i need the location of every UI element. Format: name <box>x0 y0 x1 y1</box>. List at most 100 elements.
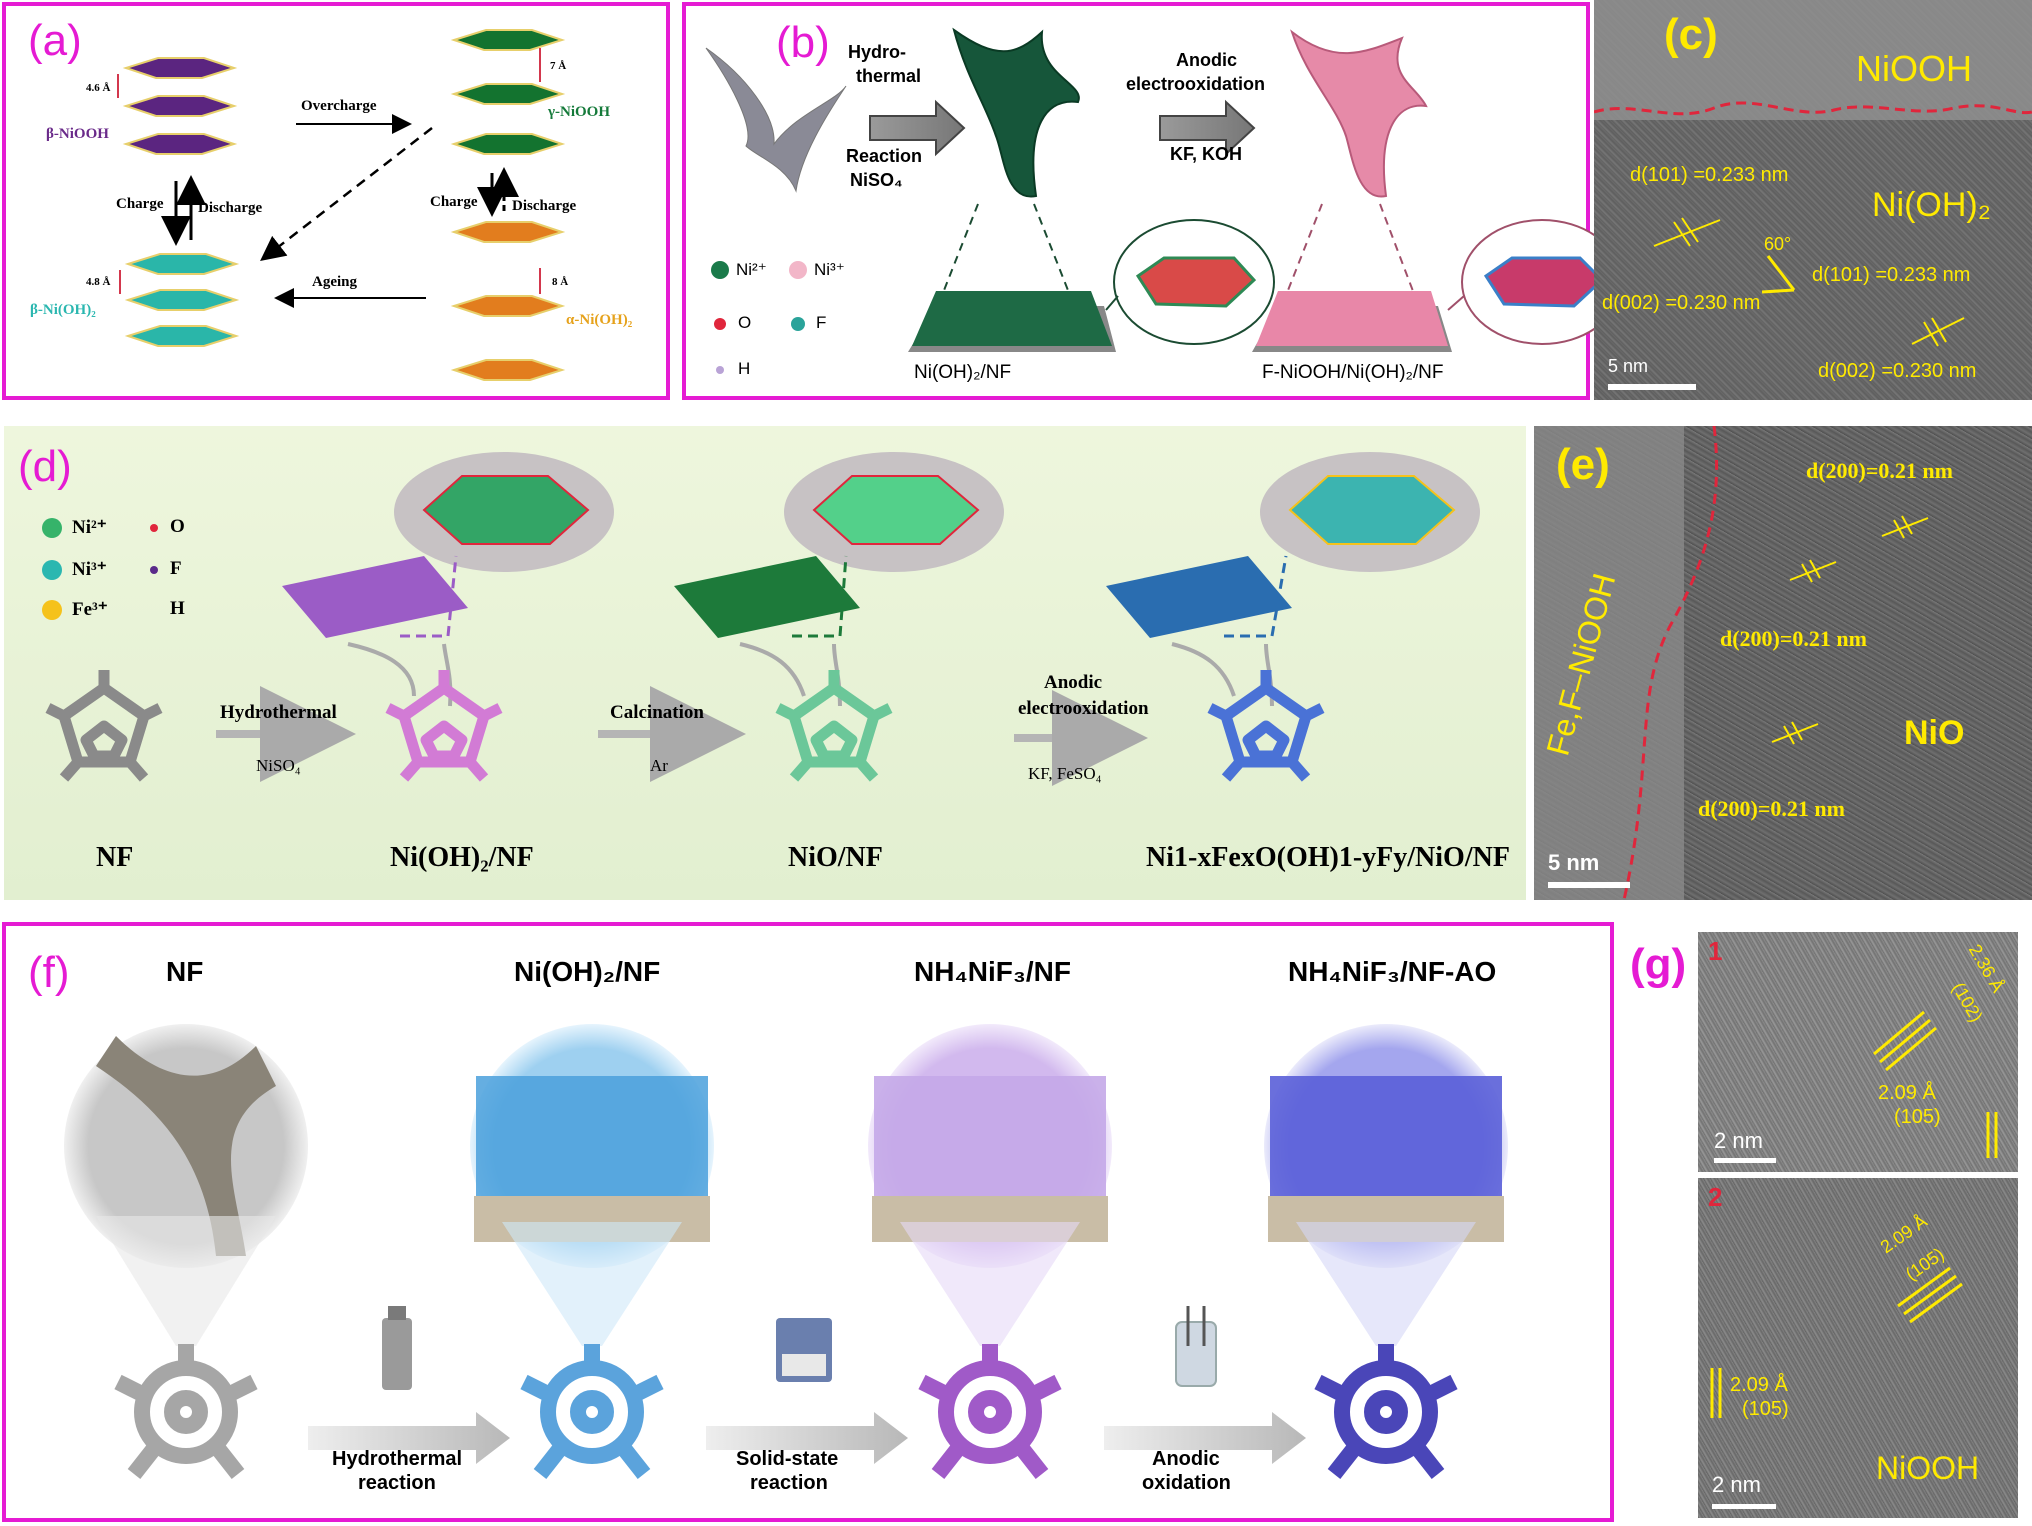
beta-niooh-stack <box>122 57 238 155</box>
arrow-hydrothermal-f <box>308 1412 510 1464</box>
synthesis-scheme-d <box>42 452 1480 786</box>
label-charge-left: Charge <box>116 196 164 212</box>
f-title-nh4-nf: NH₄NiF₃/NF <box>914 956 1071 987</box>
f-step2-line1: Solid-state <box>736 1448 839 1470</box>
panel-b: (b) Hydro- th <box>682 2 1594 400</box>
c-annotations <box>1594 101 2032 390</box>
label-beta-niooh: β-NiOOH <box>46 126 109 142</box>
b-step1-sub2: NiSO₄ <box>850 170 903 190</box>
b-step1-line2: thermal <box>856 66 922 86</box>
d-step3-line2: electrooxidation <box>1018 698 1149 719</box>
c-niooh: NiOOH <box>1856 48 1972 89</box>
e-d3: d(200)=0.21 nm <box>1698 796 1845 821</box>
d-step3-line1: Anodic <box>1044 672 1103 693</box>
nioh2-nf-tripod <box>952 27 1080 198</box>
d-cap-nioh2: Ni(OH)₂/NF <box>390 842 534 873</box>
gamma-niooh-stack <box>450 29 566 155</box>
panel-g-tem-1: 1 2.36 Å (102) 2.09 Å (105) 2 nm <box>1698 932 2018 1172</box>
f-step2-line2: reaction <box>750 1472 828 1494</box>
f-title-nioh2: Ni(OH)₂/NF <box>514 956 661 987</box>
g1-number: 1 <box>1708 936 1723 966</box>
panel-a-label: (a) <box>28 16 82 65</box>
e-annotations <box>1548 426 1929 900</box>
bare-nf-tripod <box>705 47 847 193</box>
c-scale: 5 nm <box>1608 356 1649 376</box>
g2-niooh: NiOOH <box>1876 1450 1980 1486</box>
g2-h2: (105) <box>1742 1398 1789 1420</box>
b-caption-nioh2: Ni(OH)₂/NF <box>914 362 1012 383</box>
f-step1-line2: reaction <box>358 1472 436 1494</box>
nioh2-frame-pink <box>385 670 503 782</box>
c-angle: 60° <box>1764 234 1792 254</box>
b-leg-ni3: Ni³⁺ <box>814 260 845 279</box>
autoclave-icon <box>382 1306 412 1390</box>
label-d-alpha: 8 Å <box>552 276 569 288</box>
furnace-icon <box>776 1318 832 1382</box>
d-step1: Hydrothermal <box>220 702 337 723</box>
label-alpha-nioh2: α-Ni(OH)₂ <box>566 312 633 328</box>
label-discharge-right: Discharge <box>512 198 577 214</box>
label-d-beta-nioh2: 4.8 Å <box>86 276 111 288</box>
b-step1-sub1: Reaction <box>846 146 923 166</box>
c-nioh2: Ni(OH)₂ <box>1872 186 1991 224</box>
panel-b-label: (b) <box>776 18 830 67</box>
b-leg-h: H <box>738 359 751 378</box>
d-cap-nio: NiO/NF <box>788 842 883 873</box>
panel-e-label: (e) <box>1556 440 1610 489</box>
panel-d-label: (d) <box>18 442 72 491</box>
b-step2-line2: electrooxidation <box>1126 74 1266 94</box>
d-leg-h: H <box>170 598 185 619</box>
arrow-anodic <box>1159 99 1256 157</box>
b-step1-line1: Hydro- <box>848 42 906 62</box>
final-frame-blue <box>1207 670 1325 782</box>
d-leg-ni2: Ni²⁺ <box>72 517 107 538</box>
g2-annotations <box>1710 1266 1963 1509</box>
label-charge-right: Charge <box>430 194 478 210</box>
f-step3-line1: Anodic <box>1152 1448 1220 1470</box>
nio-frame-green <box>775 670 893 782</box>
b-leg-o: O <box>738 313 752 332</box>
e-d1: d(200)=0.21 nm <box>1806 458 1953 483</box>
e-nio: NiO <box>1904 714 1965 752</box>
f-step1-line1: Hydrothermal <box>332 1448 463 1470</box>
ao-foam-indigo <box>1314 1344 1458 1479</box>
panel-d: (d) <box>4 426 1526 900</box>
f-title-nf: NF <box>166 956 204 987</box>
d-step2: Calcination <box>610 702 704 723</box>
nh4-foam-purple <box>918 1344 1062 1479</box>
beta-nioh2-stack <box>124 253 240 347</box>
label-d-gamma: 7 Å <box>550 60 567 72</box>
g2-scale: 2 nm <box>1712 1472 1761 1497</box>
c-d3: d(002) =0.230 nm <box>1602 292 1761 314</box>
d-leg-ni3: Ni³⁺ <box>72 559 107 580</box>
label-ageing: Ageing <box>312 274 357 290</box>
panel-c-tem-image: (c) NiOOH Ni(OH)₂ d(101) =0.233 nm 60° d… <box>1594 0 2032 400</box>
g2-d2: 2.09 Å <box>1730 1374 1788 1396</box>
arrow-anodic-f <box>1104 1412 1306 1464</box>
d-step2-sub: Ar <box>650 756 668 775</box>
panel-a: (a) <box>2 2 670 400</box>
label-overcharge: Overcharge <box>301 98 377 114</box>
c-d1: d(101) =0.233 nm <box>1630 164 1789 186</box>
g1-annotations <box>1714 1010 1998 1163</box>
arrow-solid-state <box>706 1412 908 1464</box>
d-leg-fe3: Fe³⁺ <box>72 599 108 620</box>
b-step2-line1: Anodic <box>1176 50 1237 70</box>
label-beta-nioh2: β-Ni(OH)₂ <box>30 302 96 318</box>
e-d2: d(200)=0.21 nm <box>1720 626 1867 651</box>
panel-g-tem-2: 2 2.09 Å (105) 2.09 Å (105) NiOOH 2 nm <box>1698 1178 2018 1518</box>
f-step3-line2: oxidation <box>1142 1472 1231 1494</box>
d-step1-sub: NiSO₄ <box>256 756 301 775</box>
d-leg-f: F <box>170 558 182 579</box>
panel-g-label: (g) <box>1630 940 1687 989</box>
label-d-beta-niooh: 4.6 Å <box>86 82 111 94</box>
label-discharge-left: Discharge <box>198 200 263 216</box>
c-d4: d(002) =0.230 nm <box>1818 360 1977 382</box>
synthesis-scheme-f <box>64 1024 1508 1479</box>
electrolytic-cell-icon <box>1175 1306 1217 1387</box>
b-caption-f-niooh: F-NiOOH/Ni(OH)₂/NF <box>1262 362 1444 383</box>
panel-f-label: (f) <box>28 948 70 997</box>
g1-d2: 2.09 Å <box>1878 1082 1936 1104</box>
d-cap-final: Ni1-xFexO(OH)1-yFy/NiO/NF <box>1146 842 1510 873</box>
nioh-phase-diagram <box>117 29 566 381</box>
